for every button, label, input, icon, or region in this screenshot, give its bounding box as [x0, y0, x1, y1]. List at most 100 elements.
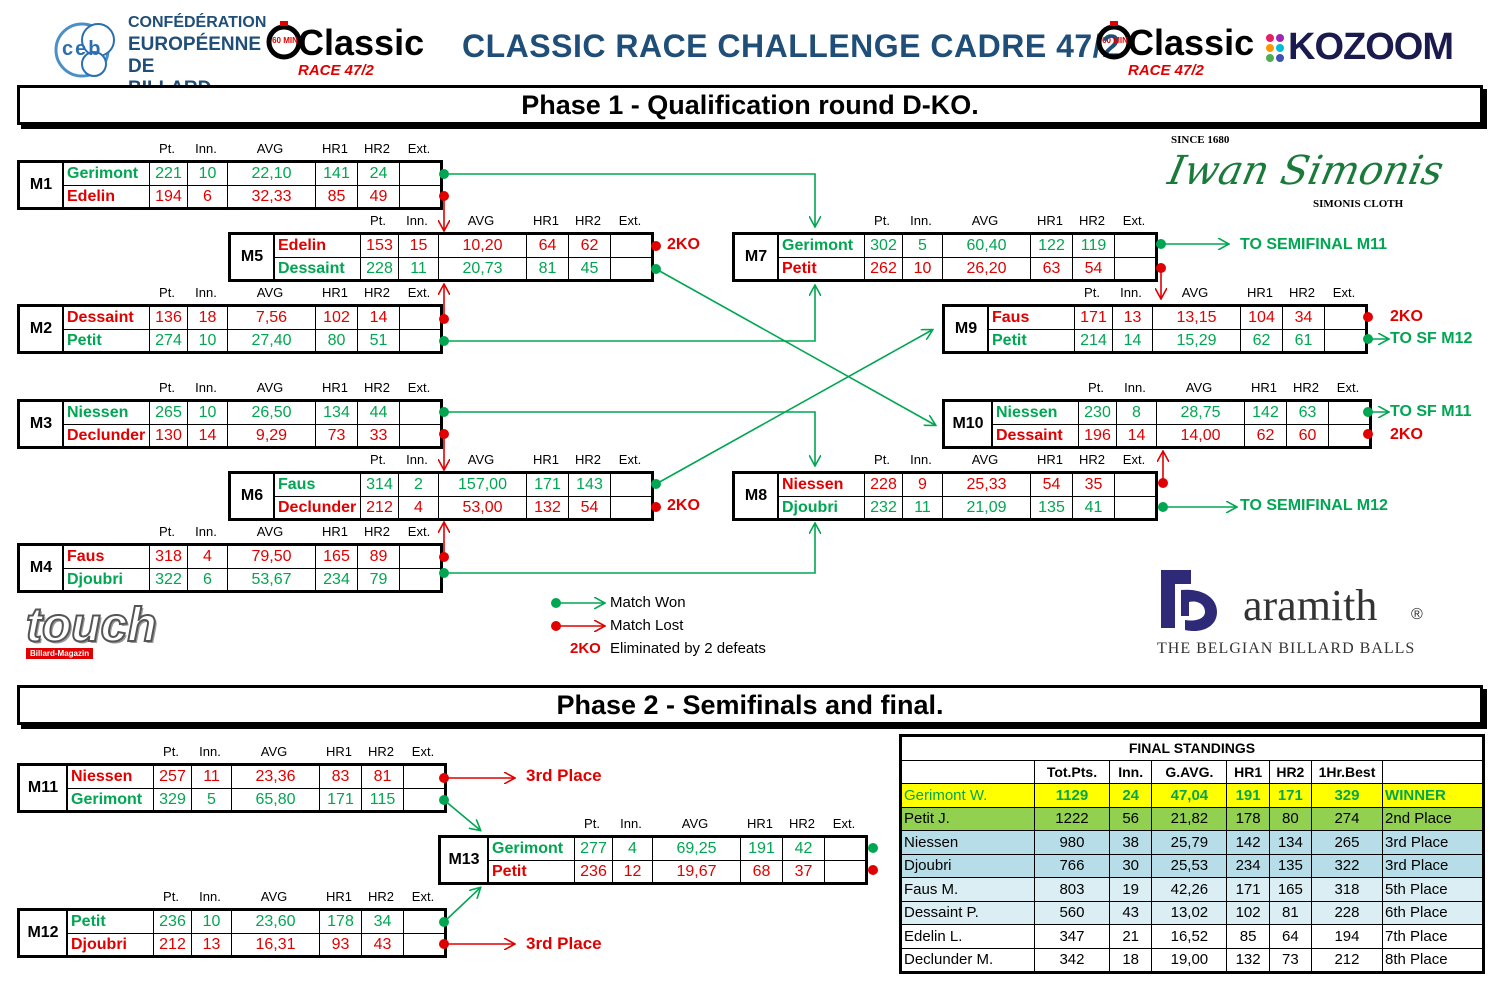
stat-avg: 10,20: [439, 235, 527, 257]
column-header: Inn.: [406, 213, 428, 228]
stat-inn: 12: [613, 861, 653, 883]
simonis-cloth: SIMONIS CLOTH: [1313, 198, 1404, 210]
stat-hr2: 54: [569, 497, 611, 519]
stat-inn: 15: [399, 235, 439, 257]
player-name: Gerimont: [64, 163, 150, 185]
ceb-line2: EUROPÉENNE: [128, 34, 262, 55]
stat-hr2: 62: [569, 235, 611, 257]
standings-stat: 766: [1033, 853, 1111, 878]
classic-badge: 60 MIN: [272, 36, 298, 45]
ko-label-m5: 2KO: [667, 236, 700, 253]
column-header: AVG: [256, 380, 284, 395]
column-header: AVG: [256, 524, 284, 539]
standings-stat: 342: [1033, 947, 1111, 972]
stat-avg: 26,20: [943, 258, 1031, 280]
column-header: Inn.: [1120, 285, 1142, 300]
stat-avg: 60,40: [943, 235, 1031, 257]
player-name: Faus: [989, 307, 1075, 329]
column-header: HR2: [363, 141, 390, 156]
row-divider: [66, 933, 444, 934]
row-divider: [777, 257, 1155, 258]
standings-stat: 132: [1226, 947, 1270, 972]
stat-hr1: 178: [320, 911, 362, 933]
standings-stat: 16,52: [1151, 924, 1228, 949]
column-header: HR2: [1078, 452, 1105, 467]
ko-label-m6: 2KO: [667, 497, 700, 514]
stat-hr2: 143: [569, 474, 611, 496]
standings-header: [901, 759, 1035, 784]
advance-label-m10: TO SF M11: [1390, 403, 1472, 420]
stat-hr2: 33: [358, 425, 400, 447]
standings-stat: 19,00: [1151, 947, 1228, 972]
stat-pt: 257: [154, 766, 192, 788]
stat-pt: 277: [575, 838, 613, 860]
legend-won: Match Won: [610, 594, 686, 611]
stat-hr2: 41: [1073, 497, 1115, 519]
column-header: Ext.: [832, 816, 856, 831]
classic-word: Classic: [298, 22, 425, 63]
stat-hr2: 43: [362, 934, 404, 956]
stat-hr1: 62: [1245, 425, 1287, 447]
stat-hr1: 141: [316, 163, 358, 185]
column-header: HR1: [321, 141, 348, 156]
player-name: Djoubri: [68, 934, 154, 956]
standings-stat: 212: [1310, 947, 1384, 972]
stat-pt: 212: [154, 934, 192, 956]
standings-stat: 134: [1268, 830, 1312, 855]
stat-hr1: 54: [1031, 474, 1073, 496]
winner-connector: [444, 286, 815, 342]
player-name: Gerimont: [68, 789, 154, 811]
standings-player: Edelin L.: [901, 924, 1035, 949]
classic-sub: RACE 47/2: [1128, 62, 1204, 79]
stat-inn: 8: [1117, 402, 1157, 424]
column-header: Pt.: [163, 889, 179, 904]
player-name: Petit: [489, 861, 575, 883]
column-header: HR1: [746, 816, 773, 831]
column-header: Pt.: [163, 744, 179, 759]
stat-inn: 14: [188, 425, 228, 447]
standings-stat: 194: [1310, 924, 1384, 949]
standings-stat: 322: [1310, 853, 1384, 878]
standings-stat: 80: [1268, 806, 1312, 831]
stat-hr1: 80: [316, 330, 358, 352]
stat-inn: 5: [903, 235, 943, 257]
stat-avg: 21,09: [943, 497, 1031, 519]
column-header: Ext.: [1122, 213, 1146, 228]
column-header: Inn.: [199, 889, 221, 904]
phase2-title: Phase 2 - Semifinals and final.: [17, 685, 1483, 725]
loss-dot: [651, 241, 661, 251]
stat-avg: 13,15: [1153, 307, 1241, 329]
player-name: Faus: [275, 474, 361, 496]
stat-hr2: 24: [358, 163, 400, 185]
player-name: Niessen: [993, 402, 1079, 424]
standings-place: WINNER: [1382, 783, 1483, 808]
standings-stat: 24: [1109, 783, 1153, 808]
standings-stat: 228: [1310, 900, 1384, 925]
player-name: Petit: [779, 258, 865, 280]
win-dot: [868, 843, 878, 853]
row-divider: [987, 329, 1365, 330]
winner-connector: [655, 268, 935, 425]
stat-hr2: 115: [362, 789, 404, 811]
column-header: Ext.: [411, 744, 435, 759]
loss-dot: [651, 502, 661, 512]
player-name: Gerimont: [779, 235, 865, 257]
stat-hr1: 64: [527, 235, 569, 257]
classic-word: Classic: [1128, 22, 1255, 63]
stat-inn: 9: [903, 474, 943, 496]
stat-hr2: 44: [358, 402, 400, 424]
stat-pt: 228: [361, 258, 399, 280]
advance-label-m9: TO SF M12: [1390, 330, 1473, 347]
standings-stat: 85: [1226, 924, 1270, 949]
standings-stat: 274: [1310, 806, 1384, 831]
standings-header: G.AVG.: [1151, 759, 1228, 784]
stat-hr1: 234: [316, 569, 358, 591]
stat-hr1: 171: [320, 789, 362, 811]
stat-avg: 25,33: [943, 474, 1031, 496]
player-name: Dessaint: [993, 425, 1079, 447]
stat-pt: 171: [1075, 307, 1113, 329]
stat-inn: 10: [903, 258, 943, 280]
